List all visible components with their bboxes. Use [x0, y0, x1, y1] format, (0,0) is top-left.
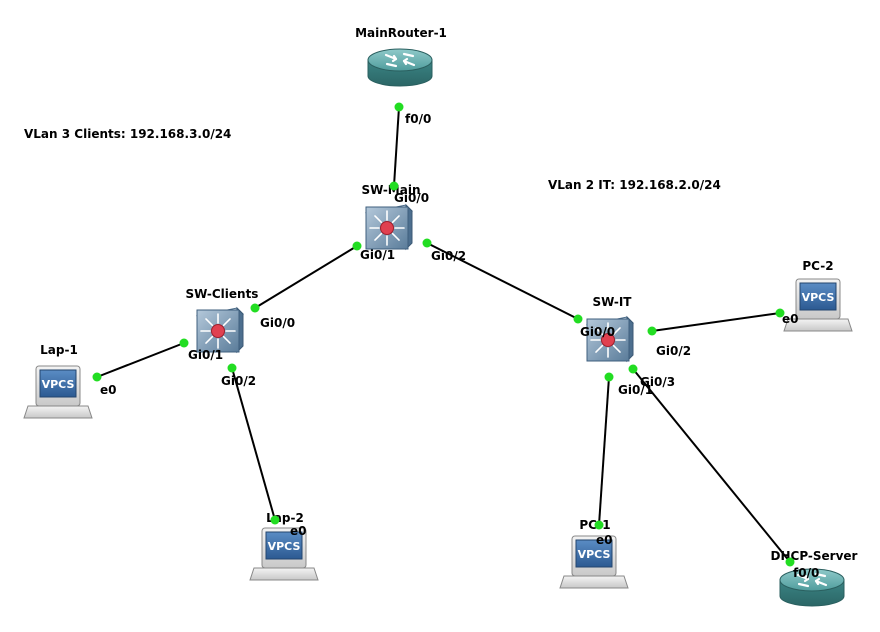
- router-icon[interactable]: [367, 48, 433, 87]
- port-dot-swit-Gi0-3[interactable]: [628, 364, 638, 374]
- link-swclients-lap1[interactable]: [96, 342, 185, 378]
- vpcs-icon[interactable]: VPCS: [559, 535, 629, 589]
- pc2-node[interactable]: VPCS PC-2: [783, 259, 853, 332]
- vpcs-icon[interactable]: VPCS: [23, 365, 93, 419]
- lap1-node[interactable]: VPCS Lap-1: [23, 343, 93, 419]
- port-dot-swmain-Gi0-2[interactable]: [422, 238, 432, 248]
- vpcs-screen-text: VPCS: [802, 291, 835, 304]
- link-swit-pc2[interactable]: [651, 312, 781, 332]
- port-label-lap2-e0: e0: [290, 524, 307, 538]
- multilayer-switch-icon[interactable]: [195, 306, 245, 354]
- port-dot-swclients-Gi0-0[interactable]: [250, 303, 260, 313]
- vpcs-screen-text: VPCS: [578, 548, 611, 561]
- port-dot-swit-Gi0-2[interactable]: [647, 326, 657, 336]
- port-dot-dhcp-f0-0[interactable]: [785, 557, 795, 567]
- port-dot-swit-Gi0-0[interactable]: [573, 314, 583, 324]
- port-label-swit-Gi0-2: Gi0/2: [656, 344, 691, 358]
- port-label-swmain-Gi0-2: Gi0/2: [431, 249, 466, 263]
- port-dot-pc1-e0[interactable]: [594, 520, 604, 530]
- vlan3-annotation: VLan 3 Clients: 192.168.3.0/24: [24, 127, 231, 141]
- port-label-dhcp-f0-0: f0/0: [793, 566, 819, 580]
- pc2-label: PC-2: [802, 259, 833, 273]
- port-label-mainrouter-f0-0: f0/0: [405, 112, 431, 126]
- port-dot-lap2-e0[interactable]: [270, 515, 280, 525]
- multilayer-switch-icon[interactable]: [585, 315, 635, 363]
- port-label-swclients-Gi0-0: Gi0/0: [260, 316, 295, 330]
- link-swit-dhcp[interactable]: [632, 368, 791, 563]
- swmain-label: SW-Main: [361, 183, 420, 197]
- port-dot-swclients-Gi0-2[interactable]: [227, 363, 237, 373]
- port-label-swmain-Gi0-0: Gi0/0: [394, 191, 429, 205]
- vpcs-icon[interactable]: VPCS: [249, 527, 319, 581]
- port-label-swclients-Gi0-2: Gi0/2: [221, 374, 256, 388]
- lap1-label: Lap-1: [40, 343, 78, 357]
- multilayer-switch-icon[interactable]: [364, 203, 414, 251]
- swit-node[interactable]: SW-IT: [585, 295, 635, 363]
- labels-layer: f0/0Gi0/0Gi0/1Gi0/0Gi0/2Gi0/0Gi0/1e0Gi0/…: [92, 102, 819, 580]
- vpcs-screen-text: VPCS: [42, 378, 75, 391]
- links-layer: [96, 106, 791, 563]
- port-dot-mainrouter-f0-0[interactable]: [394, 102, 404, 112]
- link-mainrouter-swmain[interactable]: [393, 106, 400, 187]
- port-label-swclients-Gi0-1: Gi0/1: [188, 348, 223, 362]
- port-dot-swmain-Gi0-0[interactable]: [389, 181, 399, 191]
- vpcs-screen-text: VPCS: [268, 540, 301, 553]
- port-label-swit-Gi0-0: Gi0/0: [580, 325, 615, 339]
- port-dot-lap1-e0[interactable]: [92, 372, 102, 382]
- port-dot-pc2-e0[interactable]: [775, 308, 785, 318]
- vlan2-annotation: VLan 2 IT: 192.168.2.0/24: [548, 178, 721, 192]
- swmain-node[interactable]: SW-Main: [361, 183, 421, 251]
- port-label-pc1-e0: e0: [596, 533, 613, 547]
- port-label-swit-Gi0-3: Gi0/3: [640, 375, 675, 389]
- port-dot-swmain-Gi0-1[interactable]: [352, 241, 362, 251]
- vpcs-icon[interactable]: VPCS: [783, 278, 853, 332]
- port-label-pc2-e0: e0: [782, 312, 799, 326]
- link-swmain-swit[interactable]: [426, 242, 579, 320]
- link-swclients-lap2[interactable]: [231, 367, 276, 521]
- port-dot-swclients-Gi0-1[interactable]: [179, 338, 189, 348]
- mainrouter-label: MainRouter-1: [355, 26, 447, 40]
- swit-label: SW-IT: [593, 295, 633, 309]
- swclients-label: SW-Clients: [186, 287, 259, 301]
- port-label-swmain-Gi0-1: Gi0/1: [360, 248, 395, 262]
- port-label-swit-Gi0-1: Gi0/1: [618, 383, 653, 397]
- link-swmain-swclients[interactable]: [254, 245, 358, 309]
- link-swit-pc1[interactable]: [598, 376, 610, 526]
- port-dot-swit-Gi0-1[interactable]: [604, 372, 614, 382]
- router-icon[interactable]: [779, 568, 845, 607]
- swclients-node[interactable]: SW-Clients: [186, 287, 259, 354]
- dhcp-label: DHCP-Server: [771, 549, 858, 563]
- port-label-lap1-e0: e0: [100, 383, 117, 397]
- nodes-layer: MainRouter-1SW-MainSW-ClientsSW-ITVPCSLa…: [23, 26, 858, 607]
- mainrouter-node[interactable]: MainRouter-1: [355, 26, 447, 87]
